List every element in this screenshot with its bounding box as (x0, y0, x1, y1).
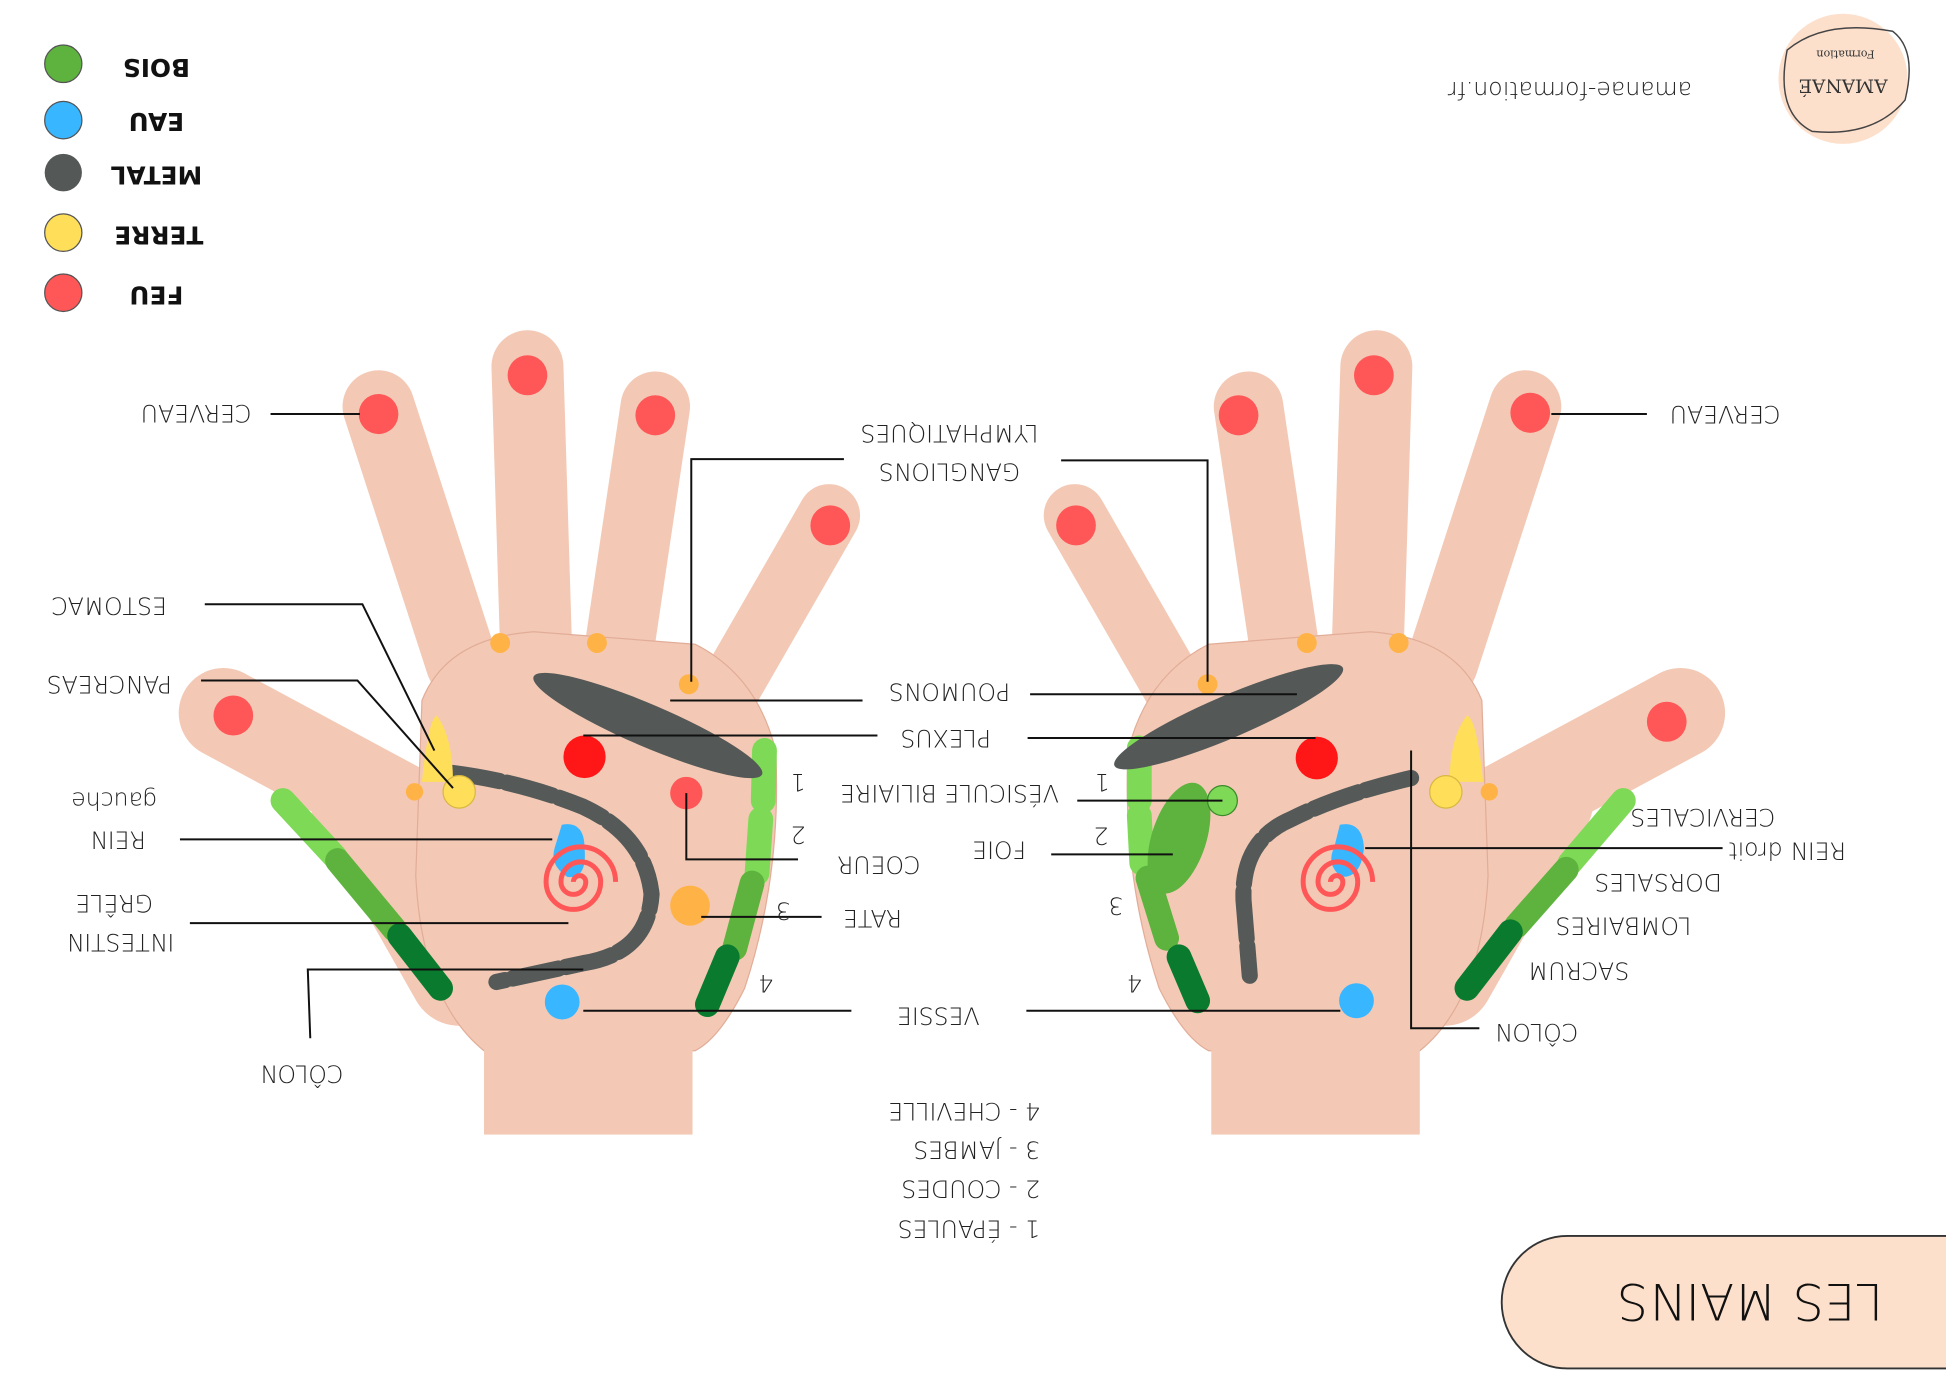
legend-eau-swatch (44, 100, 83, 140)
label-vesicule: VÉSICULE BILIAIRE (840, 779, 1059, 807)
label-foie: FOIE (972, 835, 1026, 863)
left-hand (178, 330, 861, 1135)
zone-number: 1 (791, 768, 806, 796)
label-cerveau-right: CERVEAU (1670, 400, 1781, 428)
zone-number: 2 (1093, 822, 1108, 850)
label-rate: RATE (843, 904, 902, 932)
label-lymphatiques: LYMPHATIQUES (860, 419, 1038, 447)
label-cerveau-left: CERVEAU (141, 399, 252, 427)
zone-number: 1 (1095, 768, 1110, 796)
logo-subtitle: Formation (1816, 47, 1874, 60)
zone-number: 4 (1127, 969, 1142, 997)
joints-legend-item: 2 - COUDES (901, 1174, 1040, 1202)
left-hand-points (213, 355, 851, 1020)
zone-number: 4 (758, 969, 773, 997)
joints-legend-item: 4 - CHEVILLE (888, 1097, 1040, 1125)
legend-metal-swatch (44, 153, 82, 192)
legend-terre-swatch (44, 213, 83, 253)
label-estomac: ESTOMAC (52, 591, 167, 619)
zone-number: 2 (791, 820, 806, 848)
label-sacrum: SACRUM (1528, 957, 1630, 985)
leader-lines (179, 413, 1723, 1039)
logo-name: AMANAÉ (1798, 75, 1888, 98)
label-plexus: PLEXUS (900, 724, 991, 752)
joints-legend: 4 - CHEVILLE 3 - JAMBES 2 - COUDES 1 - É… (888, 1097, 1040, 1243)
right-hand-points (1056, 355, 1687, 1019)
organ-labels: CERVEAU ESTOMAC PANCREAS gauche REIN GRÊ… (47, 399, 1846, 1088)
label-rein-gauche-side: gauche (71, 787, 157, 815)
label-intestin: INTESTIN (66, 928, 174, 956)
website-url[interactable]: amanae-formation.fr (1448, 76, 1692, 104)
label-rein-gauche: REIN (90, 825, 146, 853)
label-cervicales: CERVICALES (1630, 803, 1775, 831)
legend-label: BOIS (123, 53, 190, 82)
joints-legend-item: 1 - ÉPAULES (898, 1214, 1040, 1242)
legend-label: TERRE (114, 221, 203, 250)
zone-number: 3 (776, 897, 791, 925)
label-poumons: POUMONS (889, 678, 1010, 706)
label-pancreas: PANCREAS (47, 670, 172, 698)
legend-label: METAL (110, 161, 202, 190)
label-lombaires: LOMBAIRES (1555, 912, 1691, 940)
legend-bois-swatch (44, 44, 83, 84)
zone-number: 3 (1108, 892, 1123, 920)
element-legend: BOIS EAU METAL TERRE FEU (44, 44, 203, 313)
legend-label: EAU (129, 107, 185, 136)
label-colon-right: CÔLON (1495, 1018, 1578, 1046)
label-colon-left: CÔLON (260, 1059, 343, 1087)
label-dorsales: DORSALES (1594, 868, 1722, 896)
label-grele: GRÊLE (75, 889, 153, 917)
label-rein-droit: REIN droit (1728, 837, 1846, 865)
legend-label: FEU (129, 281, 183, 310)
label-coeur: COEUR (837, 850, 921, 878)
label-ganglions: GANGLIONS (879, 458, 1020, 486)
page-title: LES MAINS (1617, 1272, 1883, 1330)
logo: AMANAÉ Formation (1778, 13, 1910, 144)
title-banner: LES MAINS (1500, 1234, 1946, 1370)
legend-feu-swatch (44, 273, 83, 313)
label-vessie: VESSIE (897, 1002, 980, 1030)
joints-legend-item: 3 - JAMBES (913, 1136, 1040, 1164)
